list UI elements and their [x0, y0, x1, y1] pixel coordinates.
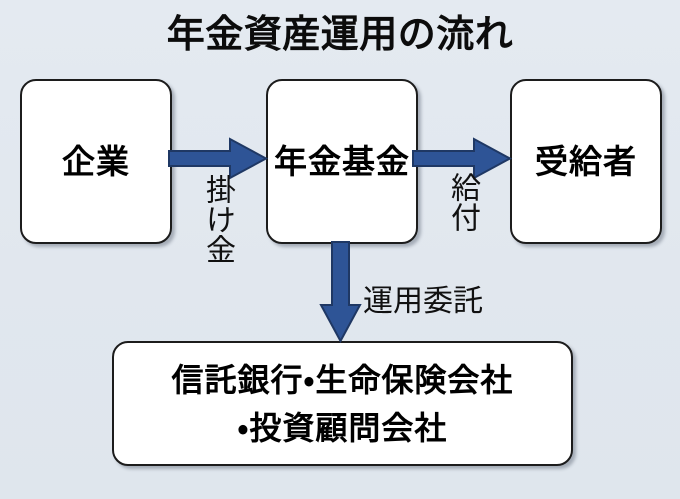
node-box-asset-managers: 信託銀行・生命保険会社 ・投資顧問会社: [112, 341, 573, 466]
edge-label-entrustment: 運用委託: [363, 284, 483, 319]
arrow-right-icon-benefit: [412, 137, 513, 180]
arrow-down-icon-entrustment: [319, 241, 362, 344]
node-label-fund: 年金基金: [274, 141, 410, 181]
node-box-fund: 年金基金: [266, 79, 418, 244]
node-box-company: 企業: [20, 79, 172, 244]
page-title: 年金資産運用の流れ: [166, 12, 514, 56]
node-box-recipient: 受給者: [510, 79, 662, 244]
node-label-recipient: 受給者: [535, 141, 637, 181]
edge-label-contribution: 掛け金: [200, 174, 235, 264]
arrow-right-icon-contribution: [168, 137, 269, 180]
node-label-company: 企業: [62, 141, 130, 181]
edge-label-benefit: 給付: [445, 172, 480, 232]
node-label-asset-managers: 信託銀行・生命保険会社 ・投資顧問会社: [171, 360, 514, 447]
